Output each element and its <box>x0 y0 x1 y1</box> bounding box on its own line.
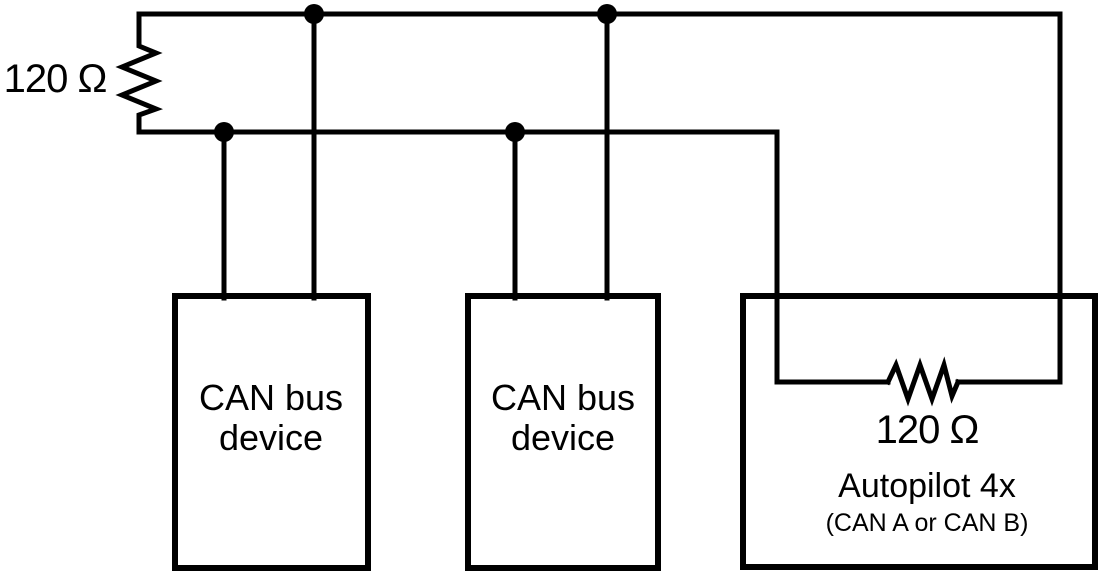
left-resistor-label: 120 Ω <box>4 57 107 101</box>
junction-dots <box>214 4 617 142</box>
can-device-box-2 <box>465 293 661 571</box>
second-bus-wire <box>136 129 891 385</box>
boxes <box>172 293 1098 571</box>
autopilot-title: Autopilot 4x <box>838 467 1016 505</box>
device2-label-line1: CAN bus <box>491 377 635 418</box>
labels: 120 Ω CAN bus device CAN bus device 120 … <box>4 57 1029 537</box>
autopilot-box <box>740 293 1098 570</box>
device1-label-line2: device <box>219 417 323 458</box>
junction-dot <box>214 122 234 142</box>
autopilot-resistor-label: 120 Ω <box>876 408 979 452</box>
junction-dot <box>304 4 324 24</box>
autopilot-subtitle: (CAN A or CAN B) <box>826 509 1029 537</box>
device1-label-line1: CAN bus <box>199 377 343 418</box>
left-termination-resistor <box>115 11 164 135</box>
autopilot-termination-resistor <box>884 356 962 407</box>
junction-dot <box>505 122 525 142</box>
can-device-box-1 <box>172 293 371 571</box>
junction-dot <box>597 4 617 24</box>
device2-label-line2: device <box>511 417 615 458</box>
